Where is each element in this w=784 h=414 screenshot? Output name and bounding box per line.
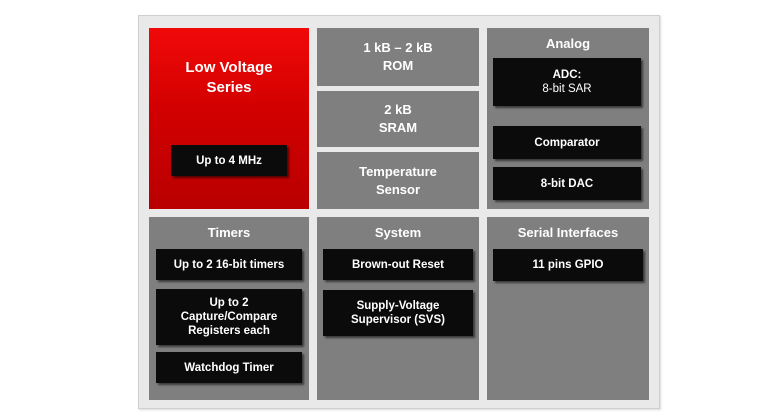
adc-label: ADC: bbox=[552, 69, 582, 81]
timer-chip-watchdog: Watchdog Timer bbox=[156, 352, 302, 383]
timer-chip-16bit: Up to 2 16-bit timers bbox=[156, 249, 302, 280]
clock-speed-chip: Up to 4 MHz bbox=[171, 145, 287, 176]
timers-title: Timers bbox=[207, 225, 251, 240]
temperature-sensor-label: Temperature Sensor bbox=[359, 164, 437, 197]
low-voltage-title: Low Voltage Series bbox=[185, 59, 273, 96]
adc-resolution-label: 8-bit SAR bbox=[542, 83, 592, 95]
serial-interfaces-title: Serial Interfaces bbox=[517, 225, 619, 240]
rom-label: 1 kB – 2 kB ROM bbox=[363, 40, 433, 73]
analog-panel: Analog ADC: 8-bit SAR Comparator 8-bit D… bbox=[487, 28, 649, 209]
low-voltage-panel: Low Voltage Series Up to 4 MHz bbox=[149, 28, 309, 209]
rom-panel: 1 kB – 2 kB ROM bbox=[317, 28, 479, 86]
adc-chip: ADC: 8-bit SAR bbox=[493, 58, 641, 106]
system-title: System bbox=[374, 225, 422, 240]
timers-panel: Timers Up to 2 16-bit timers Up to 2 Cap… bbox=[149, 217, 309, 400]
system-chip-brownout: Brown-out Reset bbox=[323, 249, 473, 280]
block-diagram-frame: Low Voltage Series Up to 4 MHz 1 kB – 2 … bbox=[138, 15, 660, 409]
serial-chip-gpio: 11 pins GPIO bbox=[493, 249, 643, 281]
comparator-chip: Comparator bbox=[493, 126, 641, 159]
dac-chip: 8-bit DAC bbox=[493, 167, 641, 200]
sram-panel: 2 kB SRAM bbox=[317, 91, 479, 147]
sram-label: 2 kB SRAM bbox=[378, 102, 418, 135]
temperature-sensor-panel: Temperature Sensor bbox=[317, 152, 479, 209]
system-panel: System Brown-out Reset Supply-Voltage Su… bbox=[317, 217, 479, 400]
timer-chip-capture-compare: Up to 2 Capture/Compare Registers each bbox=[156, 289, 302, 345]
serial-interfaces-panel: Serial Interfaces 11 pins GPIO bbox=[487, 217, 649, 400]
analog-title: Analog bbox=[545, 36, 591, 51]
system-chip-svs: Supply-Voltage Supervisor (SVS) bbox=[323, 290, 473, 336]
